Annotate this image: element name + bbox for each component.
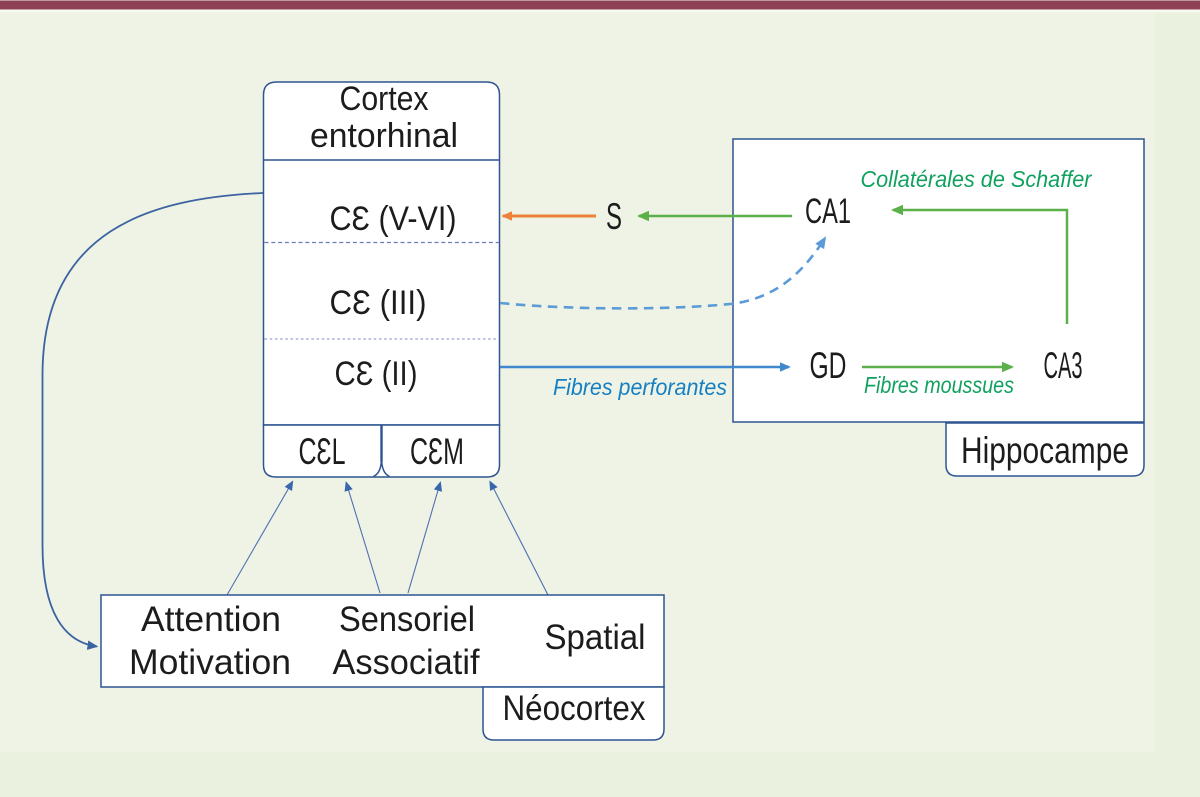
svg-text:entorhinal: entorhinal — [310, 117, 458, 155]
svg-text:Spatial: Spatial — [545, 618, 646, 657]
svg-text:S: S — [606, 196, 622, 237]
svg-text:Fibres perforantes: Fibres perforantes — [553, 374, 727, 400]
svg-text:CƐ (II): CƐ (II) — [335, 355, 418, 393]
svg-text:CƐ (V-VI): CƐ (V-VI) — [330, 200, 457, 238]
svg-text:Collatérales de Schaffer: Collatérales de Schaffer — [861, 166, 1093, 192]
svg-text:Motivation: Motivation — [129, 643, 291, 682]
svg-text:CA3: CA3 — [1044, 345, 1083, 386]
svg-text:Attention: Attention — [141, 600, 281, 639]
svg-text:Cortex: Cortex — [340, 80, 429, 118]
svg-text:CƐL: CƐL — [299, 431, 346, 472]
svg-text:Associatif: Associatif — [333, 643, 480, 682]
svg-text:CƐ (III): CƐ (III) — [330, 284, 427, 322]
svg-text:CƐM: CƐM — [410, 431, 464, 472]
svg-text:Hippocampe: Hippocampe — [961, 430, 1129, 471]
svg-text:Sensoriel: Sensoriel — [339, 600, 475, 639]
svg-text:GD: GD — [810, 345, 847, 386]
svg-text:Fibres moussues: Fibres moussues — [864, 372, 1014, 398]
svg-text:Néocortex: Néocortex — [503, 689, 646, 728]
svg-text:CA1: CA1 — [805, 192, 851, 231]
